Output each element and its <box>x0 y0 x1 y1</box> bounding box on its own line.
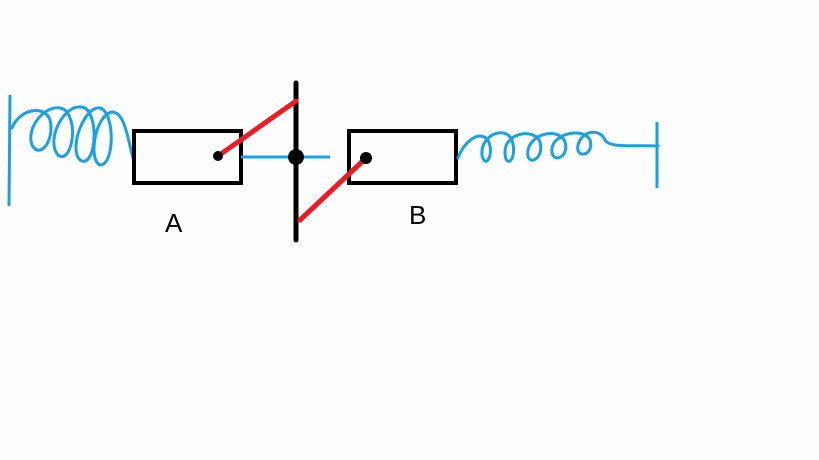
pin-a <box>213 151 223 161</box>
left-spring <box>10 105 135 167</box>
block-b <box>347 129 458 185</box>
red-link-b <box>297 155 369 223</box>
label-block-a: A <box>165 208 183 238</box>
block-a <box>132 129 243 185</box>
red-link-a <box>215 98 299 159</box>
left-wall <box>7 94 12 207</box>
pivot <box>288 149 304 165</box>
label-block-b: B <box>409 200 427 230</box>
right-spring <box>456 130 660 163</box>
pin-b <box>360 152 372 164</box>
